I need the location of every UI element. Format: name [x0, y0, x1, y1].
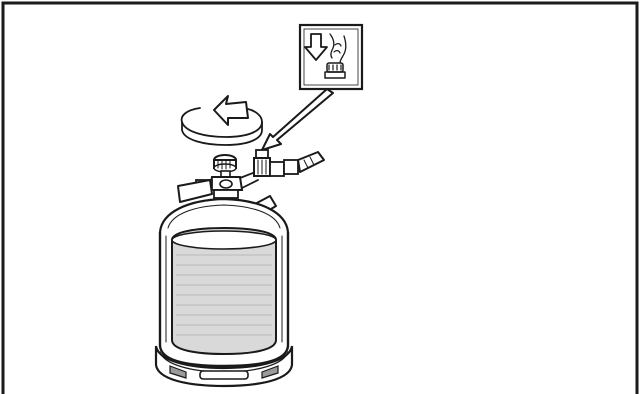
foot-ring-slot: [200, 371, 248, 379]
gas-cylinder: [156, 180, 292, 386]
valve-press-callout: [300, 25, 362, 89]
liquid-surface: [172, 231, 276, 249]
